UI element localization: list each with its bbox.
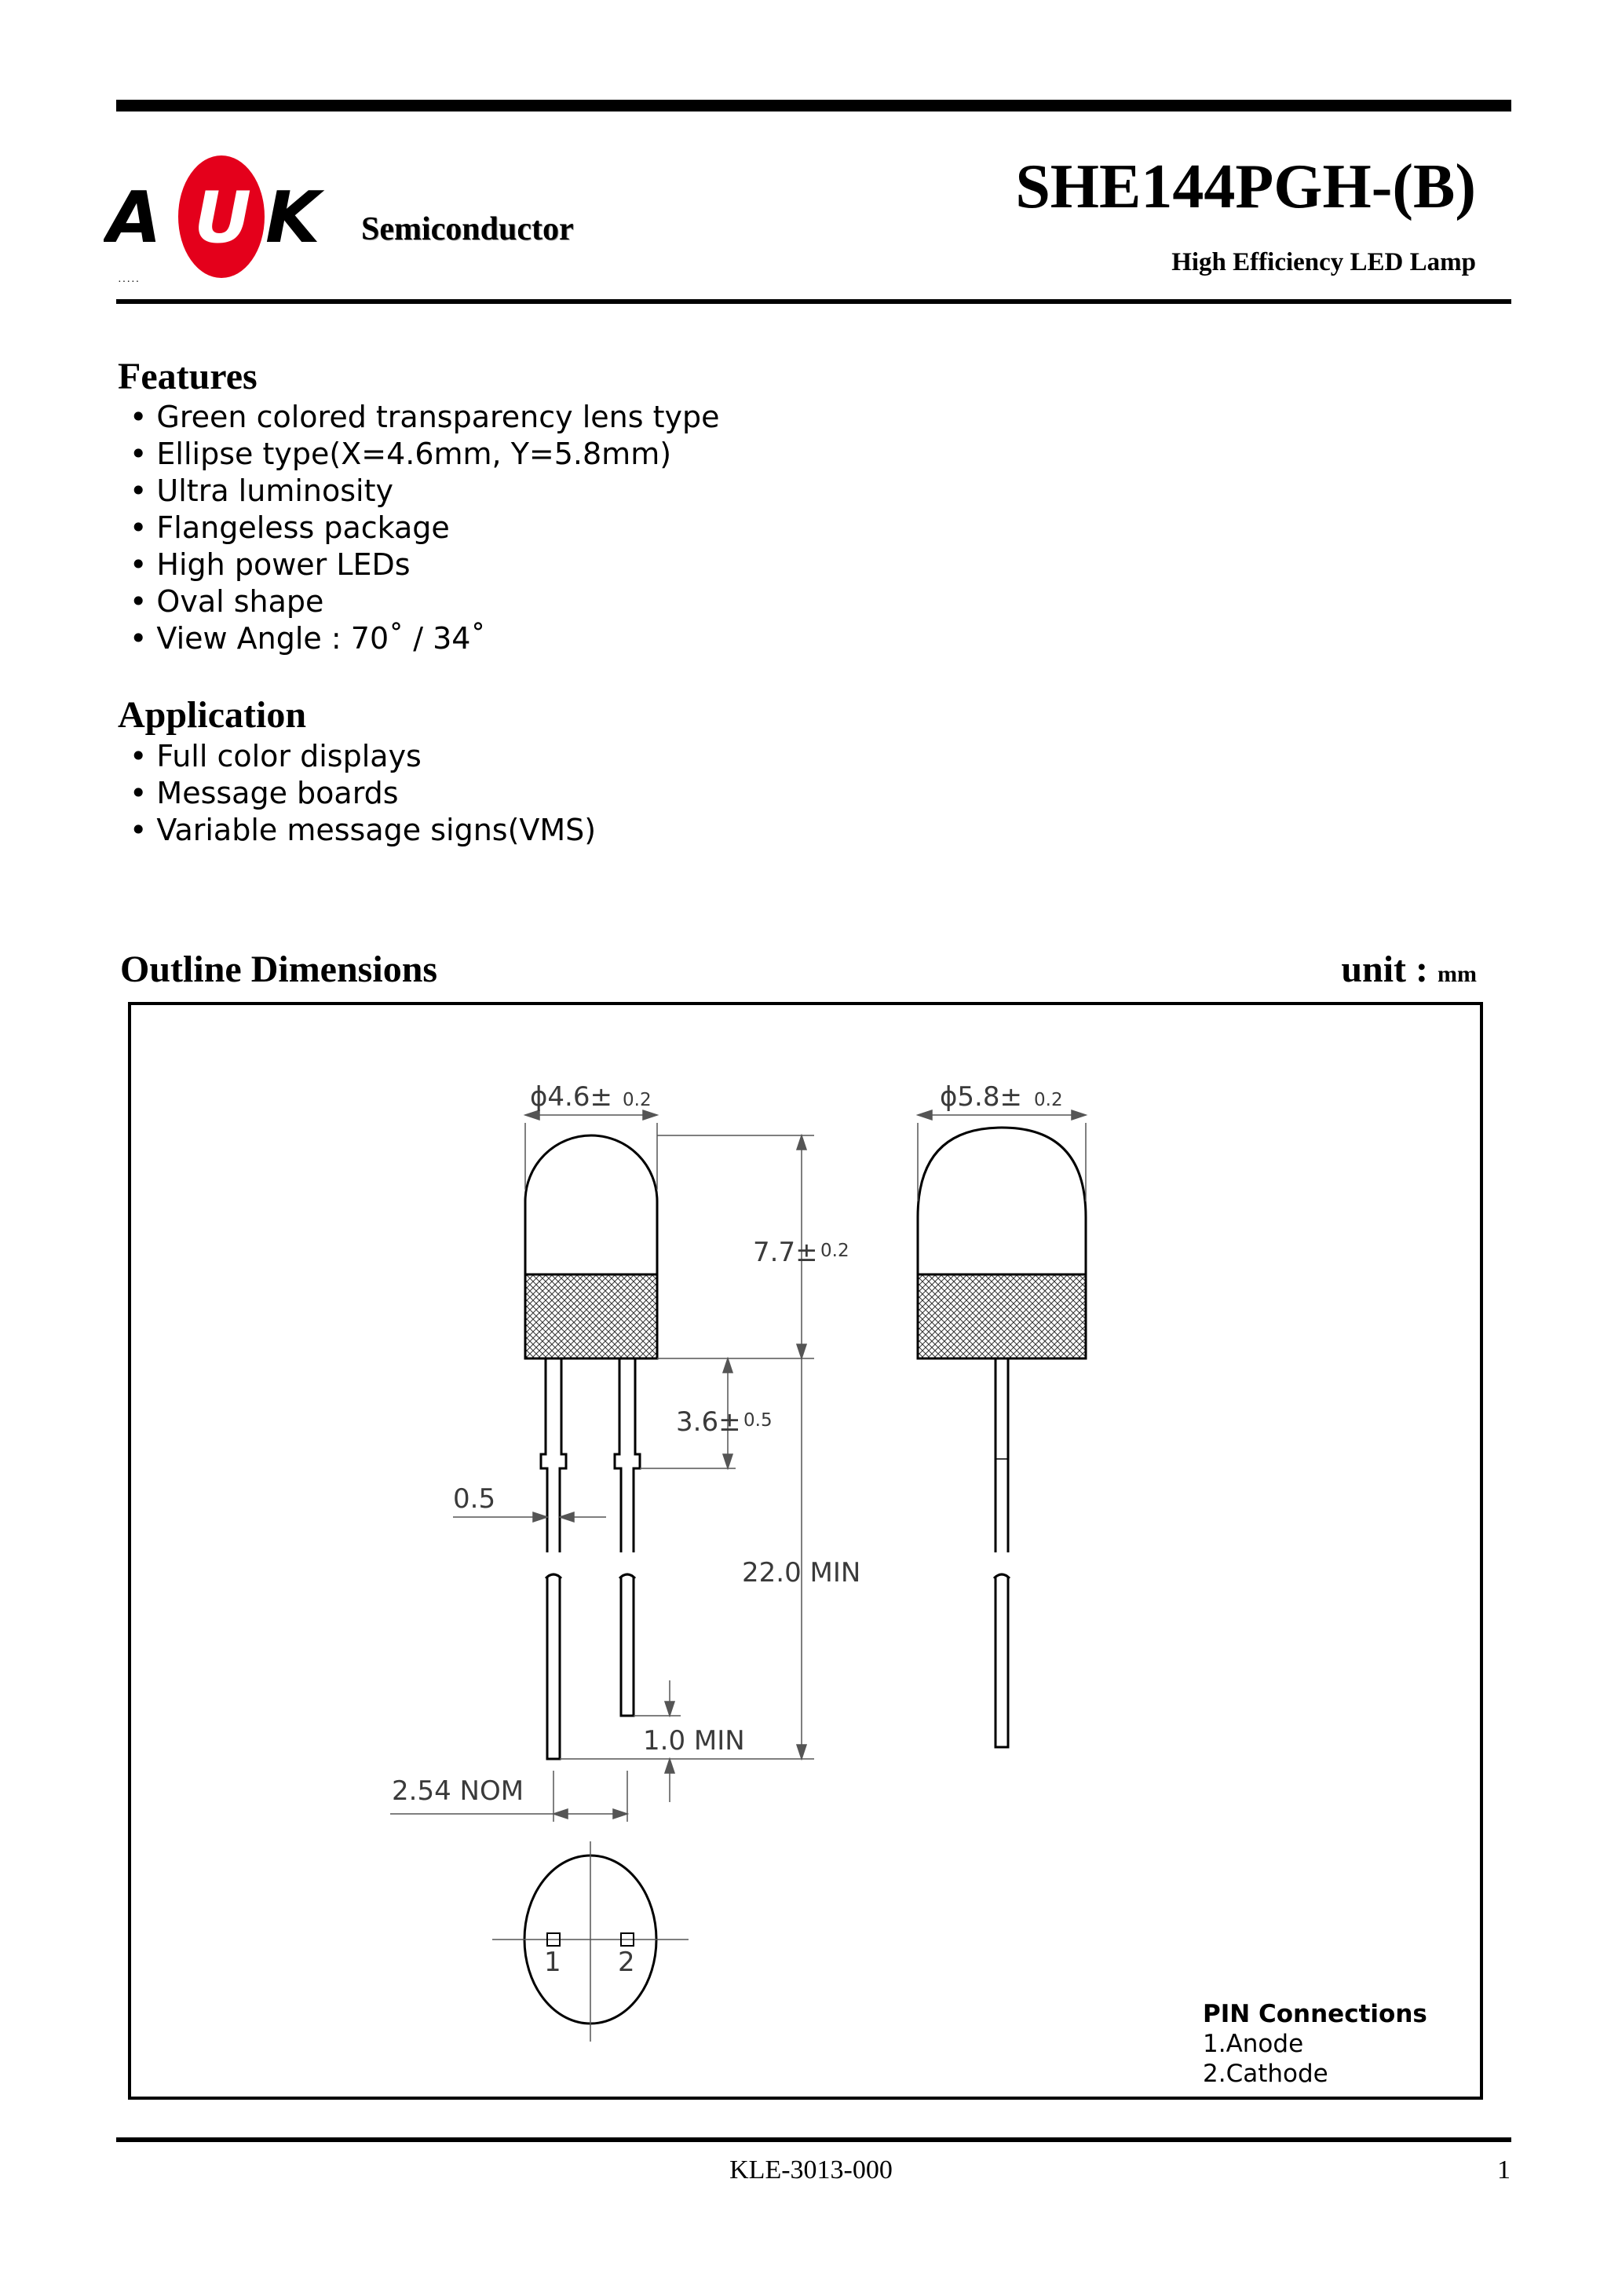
- pin-connections: PIN Connections 1.Anode 2.Cathode: [1203, 1999, 1427, 2089]
- logo-red-oval: [178, 155, 265, 278]
- dim-lens-height-tol: 0.2: [820, 1241, 849, 1261]
- features-title: Features: [118, 356, 258, 397]
- front-right-lead: [613, 1358, 641, 1552]
- pin-1-label: 1: [544, 1947, 561, 1978]
- unit-label: unit : mm: [1341, 948, 1477, 991]
- dim-lens-height: 7.7±: [753, 1237, 818, 1268]
- side-lead: [994, 1358, 1010, 1552]
- header-rule: [116, 299, 1511, 304]
- dim-stopper-tol: 0.5: [743, 1410, 773, 1431]
- side-lens-outline: [916, 1126, 1087, 1358]
- feature-item: Green colored transparency lens type: [130, 399, 719, 436]
- feature-item: High power LEDs: [130, 547, 720, 583]
- bottom-view: [492, 1841, 689, 2042]
- footer-rule: [116, 2137, 1511, 2142]
- pin-1-pad: [546, 1932, 561, 1947]
- dim-width-y-tol: 0.2: [1034, 1090, 1063, 1110]
- company-name: Semiconductor: [361, 211, 574, 247]
- unit-label-text: unit :: [1341, 949, 1429, 990]
- outline-drawing: ϕ4.6± 0.2 ϕ5.8± 0.2 7.7± 0.2 3.6± 0.5 0.…: [390, 1081, 1088, 2042]
- logo-letter-a: A: [104, 177, 162, 259]
- side-lens-hatch: [916, 1273, 1087, 1360]
- page-number: 1: [1497, 2155, 1511, 2184]
- part-number: SHE144PGH-(B): [1015, 152, 1476, 221]
- product-description: High Efficiency LED Lamp: [1171, 248, 1476, 276]
- logo-small-text: ·····: [118, 276, 141, 288]
- pin-connection-item: 2.Cathode: [1203, 2060, 1328, 2088]
- outline-drawing-frame: ϕ4.6± 0.2 ϕ5.8± 0.2 7.7± 0.2 3.6± 0.5 0.…: [128, 1002, 1483, 2100]
- auk-logo: A U K: [104, 155, 325, 278]
- dim-width-y: ϕ5.8±: [940, 1081, 1022, 1113]
- logo-letter-u: U: [194, 177, 251, 259]
- pin-connection-item: 1.Anode: [1203, 2030, 1304, 2058]
- dimension-lines: [390, 1109, 1088, 1822]
- features-list: Green colored transparency lens type Ell…: [130, 399, 720, 657]
- dim-lead-length: 22.0 MIN: [742, 1557, 860, 1589]
- logo-letter-k: K: [265, 177, 325, 259]
- feature-item: Ellipse type(X=4.6mm, Y=5.8mm): [130, 436, 720, 473]
- pin-connections-title: PIN Connections: [1203, 2000, 1427, 2028]
- top-rule: [116, 100, 1511, 112]
- dim-lead-width: 0.5: [453, 1483, 495, 1515]
- application-item: Message boards: [130, 775, 596, 812]
- feature-item: View Angle : 70˚ / 34˚: [130, 620, 720, 657]
- side-view-led: [916, 1126, 1087, 1749]
- application-title: Application: [118, 694, 307, 736]
- outline-title: Outline Dimensions: [120, 949, 438, 990]
- front-lens-outline: [524, 1134, 659, 1358]
- front-left-lead: [539, 1358, 568, 1552]
- application-item: Variable message signs(VMS): [130, 812, 596, 849]
- dim-stopper: 3.6±: [676, 1406, 741, 1438]
- front-lens-hatch: [524, 1273, 659, 1360]
- pin-2-label: 2: [618, 1947, 635, 1978]
- application-item: Full color displays: [130, 738, 596, 775]
- dim-width-x: ϕ4.6±: [530, 1081, 612, 1113]
- document-number: KLE-3013-000: [729, 2155, 893, 2184]
- feature-item: Flangeless package: [130, 510, 720, 547]
- dim-pitch: 2.54 NOM: [392, 1775, 524, 1807]
- pin-2-pad: [620, 1932, 634, 1947]
- dim-lead-offset: 1.0 MIN: [643, 1725, 745, 1757]
- application-list: Full color displays Message boards Varia…: [130, 738, 596, 849]
- dim-width-x-tol: 0.2: [623, 1090, 652, 1110]
- front-view-led: [524, 1134, 659, 1760]
- feature-item: Oval shape: [130, 583, 720, 620]
- feature-item: Ultra luminosity: [130, 473, 720, 510]
- unit-value: mm: [1438, 961, 1477, 987]
